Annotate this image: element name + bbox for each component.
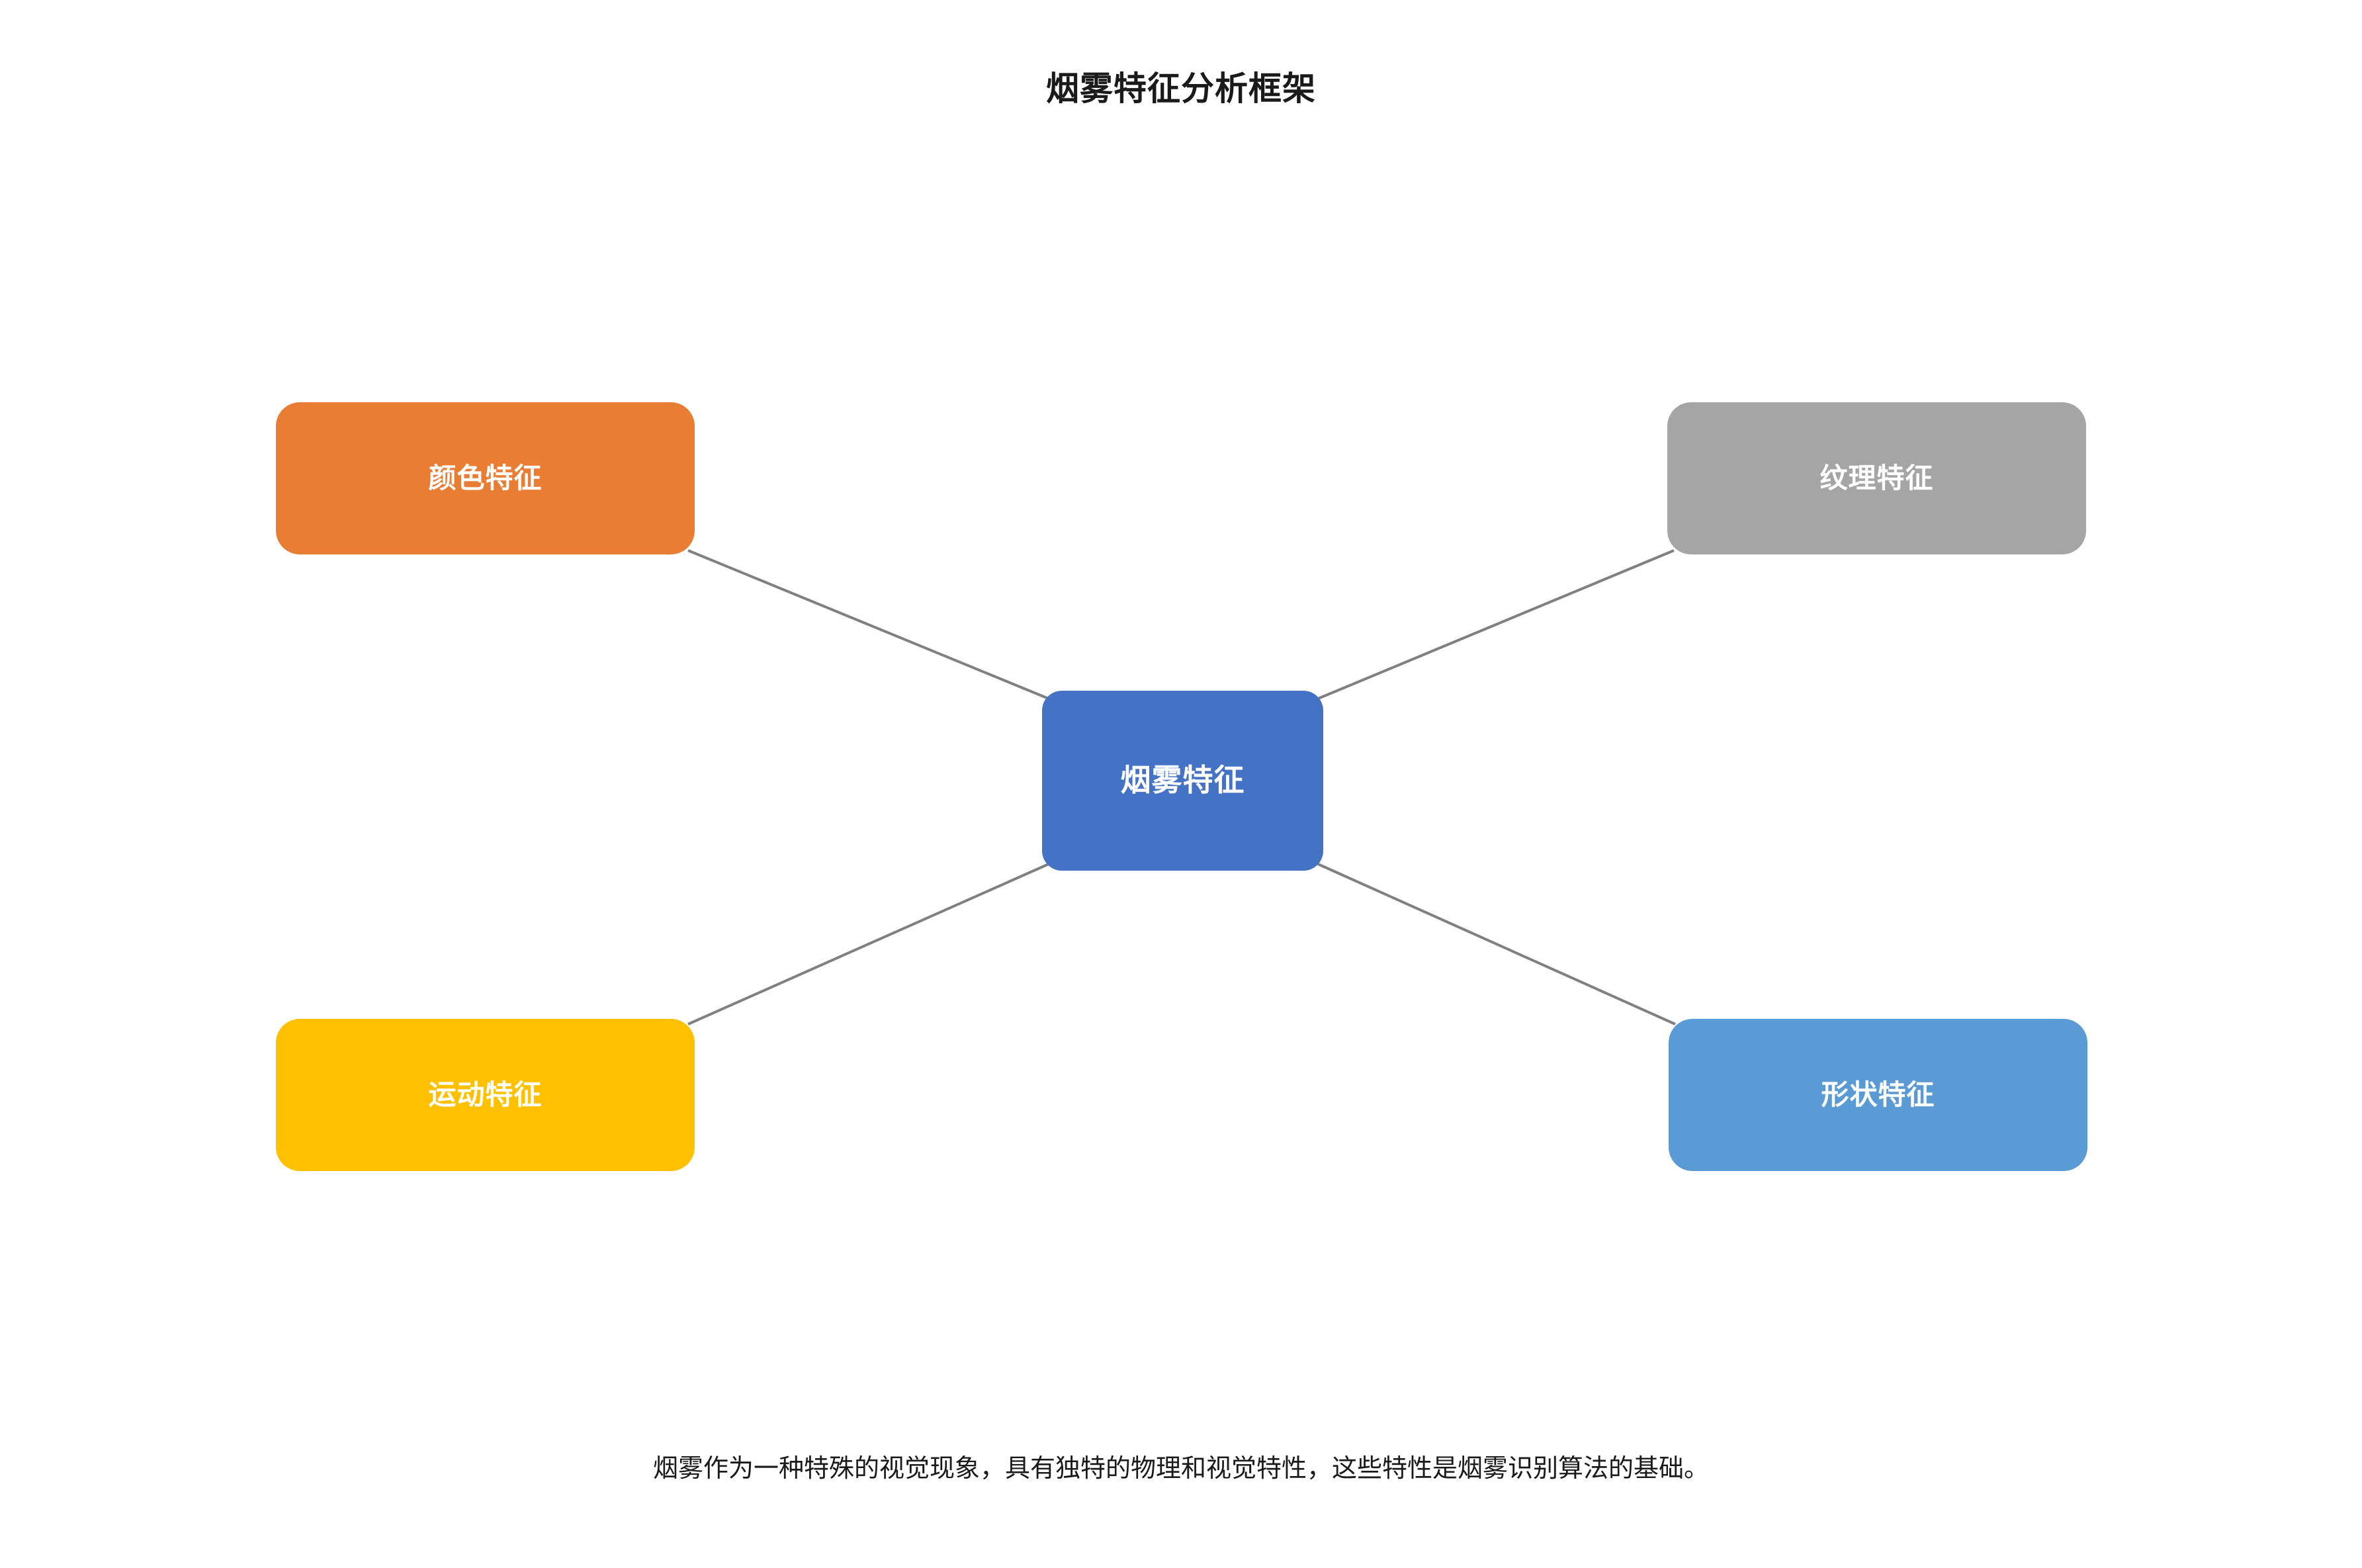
node-smoke-features-center[interactable]: 烟雾特征 [1042, 691, 1323, 871]
connector-color-to-center [687, 549, 1049, 700]
node-smoke-features-center-label: 烟雾特征 [1120, 763, 1245, 798]
connector-texture-to-center [1317, 549, 1675, 700]
connector-shape-to-center [1317, 863, 1676, 1025]
node-motion-features-label: 运动特征 [428, 1078, 543, 1110]
node-texture-features[interactable]: 纹理特征 [1667, 402, 2086, 554]
node-shape-features-label: 形状特征 [1821, 1078, 1935, 1110]
connector-motion-to-center [687, 863, 1049, 1025]
node-shape-features[interactable]: 形状特征 [1669, 1019, 2087, 1171]
node-color-features-label: 颜色特征 [428, 462, 543, 494]
node-motion-features[interactable]: 运动特征 [276, 1019, 695, 1171]
node-texture-features-label: 纹理特征 [1819, 462, 1934, 494]
page-title: 烟雾特征分析框架 [1046, 70, 1316, 107]
node-color-features[interactable]: 颜色特征 [276, 402, 695, 554]
diagram-caption: 烟雾作为一种特殊的视觉现象，具有独特的物理和视觉特性，这些特性是烟雾识别算法的基… [652, 1455, 1709, 1483]
